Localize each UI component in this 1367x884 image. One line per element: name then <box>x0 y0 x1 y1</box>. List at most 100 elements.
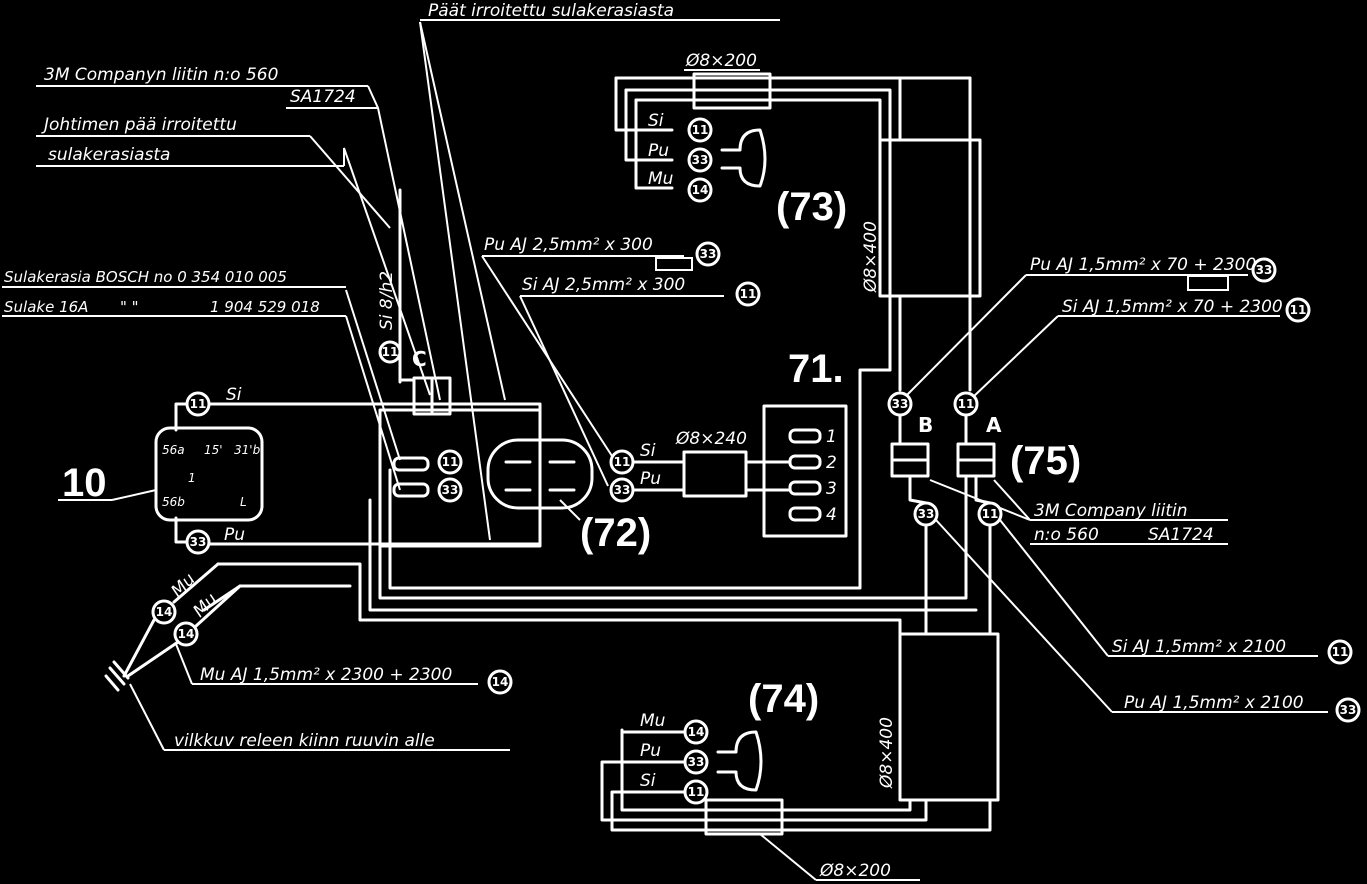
wire-label-pu-25: Pu AJ 2,5mm² x 300 <box>484 235 653 255</box>
wire <box>634 98 674 190</box>
mini-connector <box>1187 275 1229 291</box>
terminal-11 <box>683 779 709 805</box>
switch-pin <box>788 454 822 470</box>
sleeve-label-top: Ø8×200 <box>685 51 757 71</box>
leader <box>993 479 1031 521</box>
terminal-14 <box>151 599 177 625</box>
sleeve-label-bottom-vertical: Ø8×400 <box>877 717 897 789</box>
ground-symbol <box>108 666 126 686</box>
terminal-label: 33 <box>892 397 909 411</box>
leader <box>519 295 609 487</box>
wire <box>174 402 189 432</box>
wire <box>126 640 180 678</box>
label-73: (73) <box>776 185 847 229</box>
connector-72-frame <box>378 408 542 548</box>
note-fusebox-line2: Sulake 16A <box>4 298 88 316</box>
wire-label-si-25: Si AJ 2,5mm² x 300 <box>522 275 685 295</box>
terminal-label: 11 <box>982 507 999 521</box>
note-fusebox-line1: Sulakerasia BOSCH no 0 354 010 005 <box>4 268 287 286</box>
sleeve-label-bottom: Ø8×200 <box>819 861 891 881</box>
leader-line <box>367 85 441 401</box>
label-74: (74) <box>748 677 819 721</box>
sleeve-label-middle: Ø8×240 <box>675 429 747 449</box>
terminal-label: 33 <box>442 483 459 497</box>
relay-pin: 56a <box>162 443 185 457</box>
wire-color-pu: Pu <box>224 525 245 545</box>
wire <box>974 474 992 505</box>
terminal-label: 11 <box>692 123 709 137</box>
terminal-label: 33 <box>688 755 705 769</box>
note-fusebox-part: 1 904 529 018 <box>210 298 320 316</box>
connector-72 <box>486 438 594 510</box>
wire-color-si: Si <box>648 111 664 131</box>
switch-pos: 2 <box>826 453 837 473</box>
label-conn-b: B <box>918 413 933 437</box>
terminal-label: 33 <box>700 247 717 261</box>
terminal-11 <box>437 449 463 475</box>
leader <box>559 499 581 521</box>
leader <box>971 315 1059 399</box>
label-72: (72) <box>580 511 651 555</box>
note-3m-line1: 3M Companyn liitin n:o 560 <box>44 65 278 85</box>
note-fusebox-ditto: " " <box>120 298 139 316</box>
label-75: (75) <box>1010 439 1081 483</box>
terminal-label: 11 <box>442 455 459 469</box>
relay-10 <box>154 426 264 522</box>
terminal-33 <box>695 241 721 267</box>
lamp-73 <box>720 128 767 188</box>
leader <box>759 833 817 881</box>
switch-pos: 4 <box>826 505 837 525</box>
terminal-33 <box>1251 257 1277 283</box>
note-right-connector-line2: n:o 560 <box>1034 525 1099 545</box>
wire-label-si-2100: Si AJ 1,5mm² x 2100 <box>1112 637 1286 657</box>
wire-label-si-15-right: Si AJ 1,5mm² x 70 + 2300 <box>1062 297 1283 317</box>
wire-color-si: Si <box>640 771 656 791</box>
wire <box>614 76 674 132</box>
terminal-label: 33 <box>692 153 709 167</box>
switch-pin <box>788 506 822 522</box>
label-si-8h2: Si 8/h2 <box>377 271 397 330</box>
terminal-11 <box>1327 639 1353 665</box>
leader <box>999 519 1109 657</box>
label-conn-a: A <box>986 413 1002 437</box>
wire <box>620 728 912 812</box>
wire-color-pu: Pu <box>648 141 669 161</box>
leader-line <box>419 21 506 401</box>
label-conn-c: C <box>412 347 427 371</box>
sleeve-240 <box>682 450 748 498</box>
terminal-label: 11 <box>740 287 757 301</box>
leader <box>111 489 157 501</box>
sleeve-bottom <box>704 798 784 836</box>
terminal-14 <box>683 719 709 745</box>
terminal-33 <box>683 749 709 775</box>
leader-line <box>345 289 401 461</box>
switch-pin <box>788 480 822 496</box>
terminal-label: 11 <box>1290 303 1307 317</box>
terminal-11 <box>687 117 713 143</box>
switch-pos: 1 <box>826 427 837 447</box>
leader <box>175 643 193 685</box>
note-right-connector-line3: SA1724 <box>1148 525 1214 545</box>
wire <box>600 760 928 822</box>
leader <box>903 274 1027 399</box>
terminal-33 <box>687 147 713 173</box>
terminal-label: 14 <box>156 605 173 619</box>
wire-color-mu: Mu <box>648 169 674 189</box>
terminal-14 <box>173 621 199 647</box>
sleeve-label-right: Ø8×400 <box>861 221 881 293</box>
switch-pin <box>788 428 822 444</box>
wire <box>624 88 892 372</box>
relay-pin: 15' <box>204 443 223 457</box>
sleeve-bottom-vertical <box>898 632 1000 802</box>
wire <box>908 474 928 505</box>
wire-color-pu: Pu <box>640 741 661 761</box>
ground-symbol <box>104 674 120 692</box>
wire <box>634 98 882 142</box>
wire-mu <box>216 562 902 636</box>
terminal-label: 11 <box>688 785 705 799</box>
relay-pin: 31'b <box>234 443 261 457</box>
leader-line <box>309 135 391 229</box>
wire <box>122 618 156 678</box>
terminal-label: 11 <box>190 397 207 411</box>
